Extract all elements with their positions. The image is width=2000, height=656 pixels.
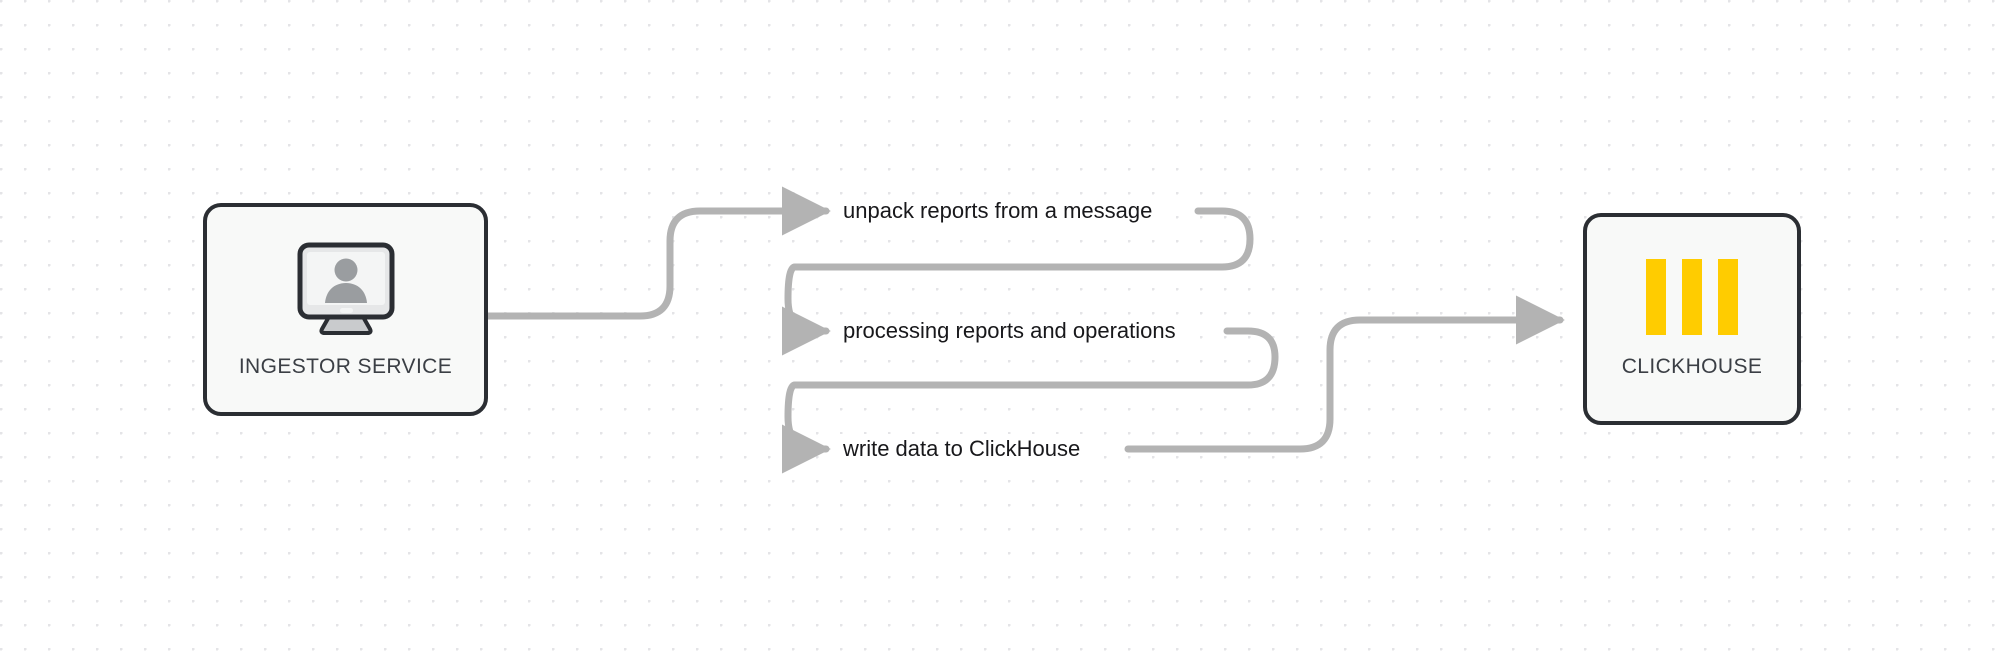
edge-path-processing-return xyxy=(791,327,1279,389)
edge-label-write[interactable]: write data to ClickHouse xyxy=(836,434,1088,464)
edge-label-processing[interactable]: processing reports and operations xyxy=(836,316,1183,346)
edge-path-processing xyxy=(781,263,831,356)
clickhouse-bar-1 xyxy=(1646,259,1666,335)
clickhouse-bar-3 xyxy=(1718,259,1738,335)
clickhouse-bar-2 xyxy=(1682,259,1702,335)
edge-path-unpack xyxy=(484,186,831,320)
edge-path-write xyxy=(781,381,831,474)
clickhouse-logo-icon xyxy=(1646,259,1738,335)
edge-path-write-to-clickhouse xyxy=(1124,295,1565,453)
edge-path-unpack-return xyxy=(791,207,1254,271)
node-clickhouse-label: CLICKHOUSE xyxy=(1621,355,1763,378)
node-ingestor-service[interactable]: INGESTOR SERVICE xyxy=(203,203,488,416)
node-ingestor-label: INGESTOR SERVICE xyxy=(238,354,453,378)
node-clickhouse[interactable]: CLICKHOUSE xyxy=(1583,213,1801,425)
monitor-user-icon xyxy=(292,241,400,337)
edge-label-unpack[interactable]: unpack reports from a message xyxy=(836,196,1160,226)
